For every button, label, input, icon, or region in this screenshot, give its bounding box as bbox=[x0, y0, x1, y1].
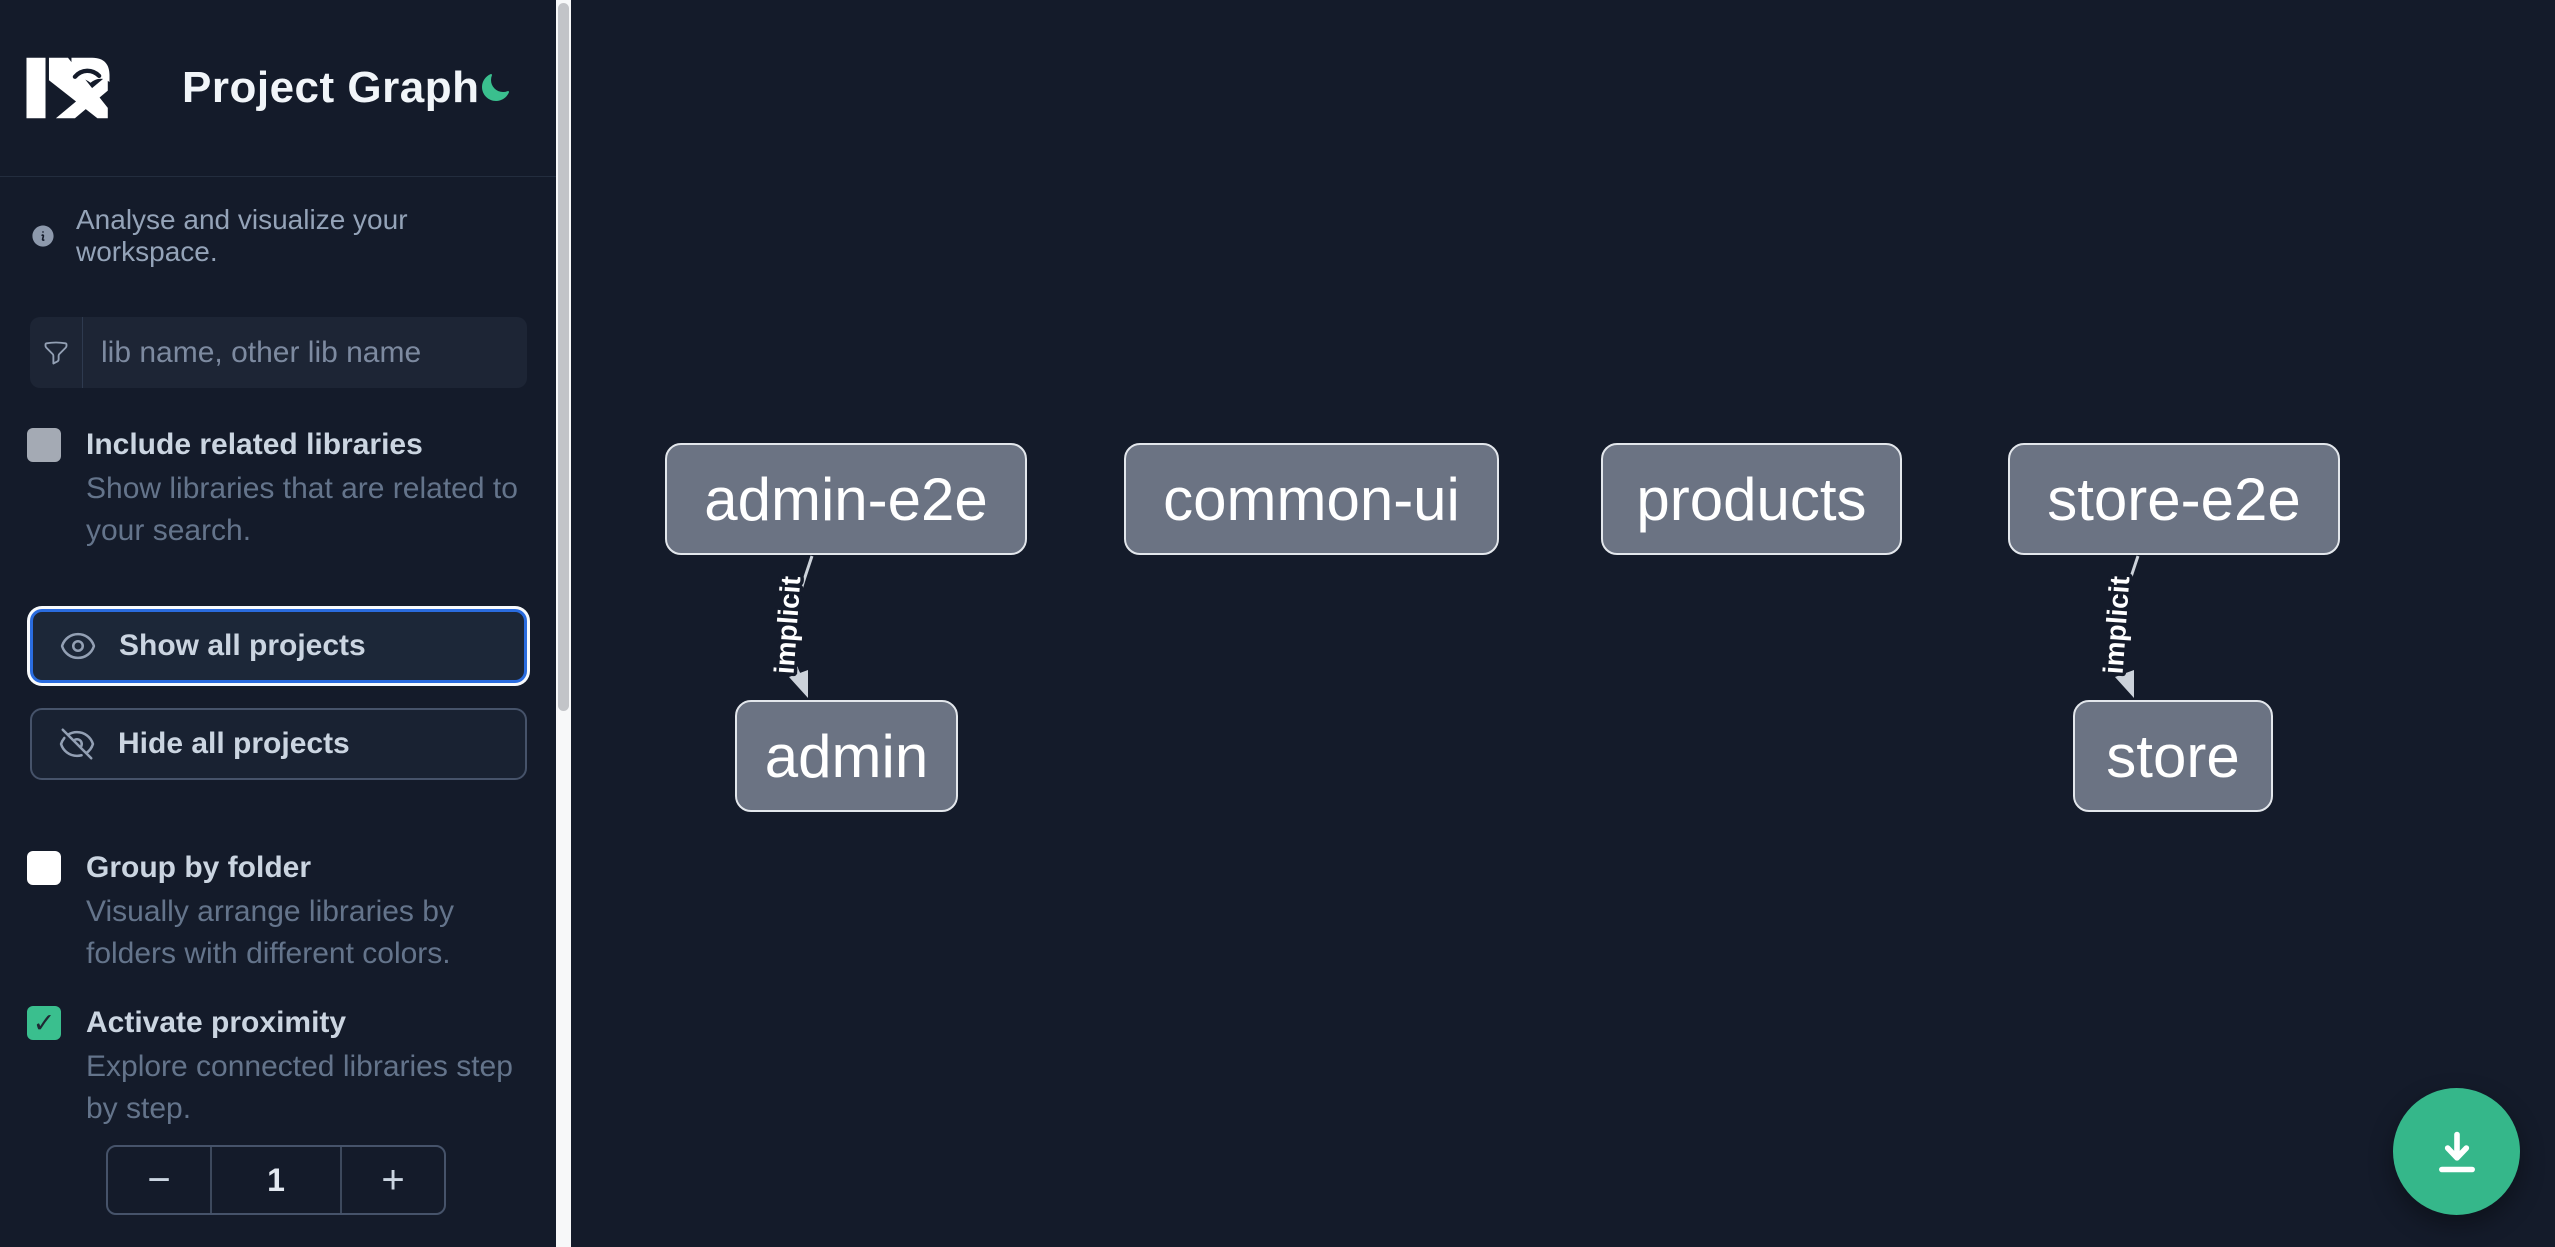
option-activate-proximity[interactable]: ✓ Activate proximity Explore connected l… bbox=[27, 1004, 532, 1130]
include-related-checkbox[interactable]: ✓ bbox=[27, 428, 61, 462]
decrement-button[interactable]: − bbox=[108, 1147, 210, 1213]
info-icon bbox=[32, 225, 54, 247]
edge-arrowhead-icon bbox=[789, 670, 808, 698]
download-icon bbox=[2438, 1131, 2475, 1172]
option-include-related[interactable]: ✓ Include related libraries Show librari… bbox=[27, 426, 532, 552]
graph-node-store-e2e[interactable]: store-e2e bbox=[2008, 443, 2340, 555]
hide-all-label: Hide all projects bbox=[118, 727, 350, 760]
download-graph-button[interactable] bbox=[2393, 1088, 2520, 1215]
increment-button[interactable]: + bbox=[342, 1147, 444, 1213]
sidebar-scrollbar-track[interactable] bbox=[556, 0, 571, 1247]
edge-store-e2e-store bbox=[2116, 555, 2140, 675]
edge-label: implicit bbox=[2098, 575, 2136, 675]
proximity-depth-value: 1 bbox=[210, 1147, 342, 1213]
show-all-projects-button[interactable]: Show all projects bbox=[30, 609, 527, 683]
page-title: Project Graph bbox=[182, 63, 480, 112]
edge-admin-e2e-admin bbox=[790, 555, 814, 675]
tagline-text: Analyse and visualize your workspace. bbox=[76, 204, 408, 267]
moon-icon bbox=[482, 73, 510, 101]
theme-toggle-button[interactable] bbox=[479, 71, 511, 105]
eye-icon bbox=[60, 632, 96, 660]
option-description: Show libraries that are related to your … bbox=[86, 472, 518, 547]
option-label: Activate proximity bbox=[86, 1006, 347, 1039]
group-by-folder-checkbox[interactable]: ✓ bbox=[27, 851, 61, 885]
graph-node-common-ui[interactable]: common-ui bbox=[1124, 443, 1499, 555]
edge-label: implicit bbox=[769, 575, 807, 675]
edge-arrowhead-icon bbox=[2115, 670, 2134, 698]
graph-node-store[interactable]: store bbox=[2073, 700, 2273, 812]
search-input[interactable] bbox=[83, 317, 527, 388]
sidebar: Project Graph Analyse and visualize your… bbox=[0, 0, 556, 1247]
sidebar-scrollbar-thumb[interactable] bbox=[558, 3, 569, 711]
option-label: Group by folder bbox=[86, 851, 311, 884]
graph-node-admin-e2e[interactable]: admin-e2e bbox=[665, 443, 1027, 555]
funnel-icon bbox=[30, 317, 83, 388]
workspace-tagline-row: Analyse and visualize your workspace. bbox=[30, 204, 530, 268]
option-group-by-folder[interactable]: ✓ Group by folder Visually arrange libra… bbox=[27, 849, 532, 975]
filter-search-field bbox=[30, 317, 527, 388]
option-label: Include related libraries bbox=[86, 428, 423, 461]
hide-all-projects-button[interactable]: Hide all projects bbox=[30, 708, 527, 780]
activate-proximity-checkbox[interactable]: ✓ bbox=[27, 1006, 61, 1040]
graph-node-products[interactable]: products bbox=[1601, 443, 1902, 555]
option-description: Explore connected libraries step by step… bbox=[86, 1050, 513, 1125]
option-description: Visually arrange libraries by folders wi… bbox=[86, 895, 454, 970]
proximity-depth-stepper: − 1 + bbox=[106, 1145, 446, 1215]
eye-slash-icon bbox=[59, 728, 95, 760]
sidebar-header: Project Graph bbox=[0, 0, 556, 177]
graph-node-admin[interactable]: admin bbox=[735, 700, 958, 812]
show-all-label: Show all projects bbox=[119, 629, 366, 662]
nx-logo-icon bbox=[26, 57, 110, 119]
